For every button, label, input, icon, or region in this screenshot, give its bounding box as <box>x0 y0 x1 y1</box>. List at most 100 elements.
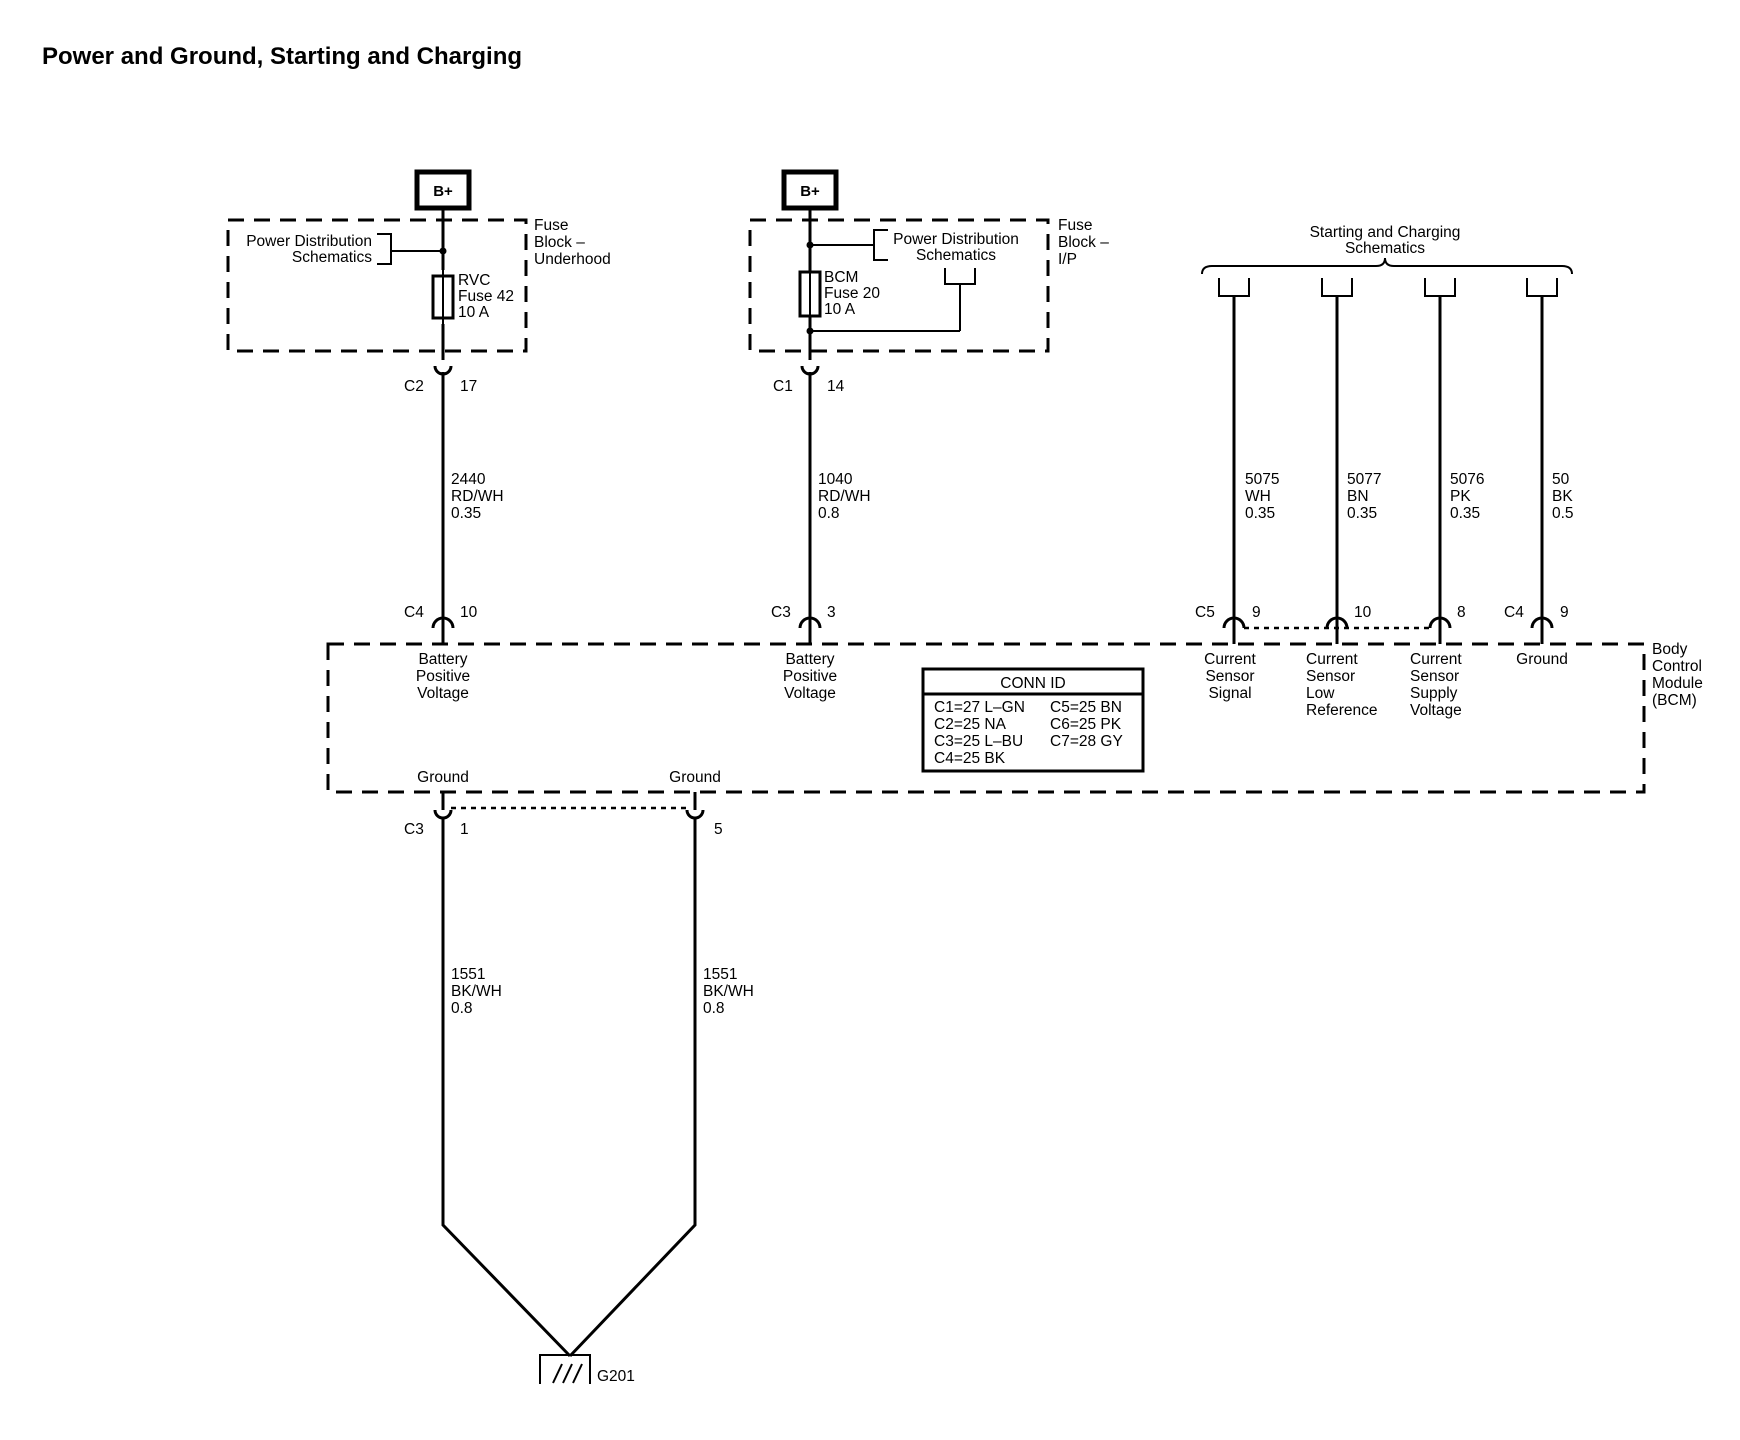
svg-text:0.35: 0.35 <box>1245 505 1275 522</box>
svg-text:Schematics: Schematics <box>292 249 372 266</box>
svg-text:Starting and Charging: Starting and Charging <box>1310 224 1461 241</box>
svg-text:5076: 5076 <box>1450 471 1484 488</box>
connector-c5-label: C5 <box>1195 604 1215 621</box>
svg-text:5075: 5075 <box>1245 471 1279 488</box>
wire-5076-label: 5076 PK 0.35 <box>1450 471 1484 522</box>
bcm-pin-ground-top: Ground <box>1516 651 1568 668</box>
svg-text:Block –: Block – <box>534 234 585 251</box>
svg-text:Current: Current <box>1204 651 1256 668</box>
svg-text:Fuse 20: Fuse 20 <box>824 285 880 302</box>
connector-c4-label-right: C4 <box>1504 604 1524 621</box>
bcm-pin-battery-positive-2: Battery Positive Voltage <box>783 651 837 702</box>
connector-1-pin: 1 <box>460 821 469 838</box>
connector-9-pin-right: 9 <box>1560 604 1569 621</box>
connector-c4-label: C4 <box>404 604 424 621</box>
svg-text:0.8: 0.8 <box>451 1000 473 1017</box>
svg-text:I/P: I/P <box>1058 251 1077 268</box>
conn-id-row: C6=25 PK <box>1050 716 1122 733</box>
connector-10-pin-right: 10 <box>1354 604 1372 621</box>
svg-text:Battery: Battery <box>418 651 467 668</box>
svg-text:PK: PK <box>1450 488 1471 505</box>
svg-text:Fuse 42: Fuse 42 <box>458 288 514 305</box>
pds-bracket-mid <box>873 229 888 261</box>
harness-bracket-5076 <box>1424 278 1456 618</box>
connector-c3-label-bottom: C3 <box>404 821 424 838</box>
svg-text:Fuse: Fuse <box>1058 217 1092 234</box>
conn-id-table: CONN ID C1=27 L–GN C2=25 NA C3=25 L–BU C… <box>921 667 1145 773</box>
svg-text:Signal: Signal <box>1208 685 1251 702</box>
pds-bracket-left <box>377 233 392 265</box>
ground-symbol-icon <box>539 1354 591 1384</box>
bcm-pin-current-sensor-signal: Current Sensor Signal <box>1204 651 1256 702</box>
svg-text:BK/WH: BK/WH <box>451 983 502 1000</box>
svg-text:(BCM): (BCM) <box>1652 692 1697 709</box>
fuse-block-underhood-box <box>226 218 528 353</box>
wire-2440-label: 2440 RD/WH 0.35 <box>451 471 504 522</box>
svg-text:1040: 1040 <box>818 471 853 488</box>
svg-text:Sensor: Sensor <box>1410 668 1459 685</box>
svg-text:Underhood: Underhood <box>534 251 611 268</box>
svg-text:Low: Low <box>1306 685 1335 702</box>
conn-id-row: C1=27 L–GN <box>934 699 1025 716</box>
connector-c3-label: C3 <box>771 604 791 621</box>
splice-dot <box>439 247 447 255</box>
bcm-pin-current-sensor-supply: Current Sensor Supply Voltage <box>1410 651 1462 719</box>
fuse-block-underhood-label: Fuse Block – Underhood <box>534 217 611 268</box>
connector-17-pin: 17 <box>460 378 477 395</box>
svg-text:0.35: 0.35 <box>451 505 481 522</box>
svg-text:Power Distribution: Power Distribution <box>893 231 1019 248</box>
svg-text:BN: BN <box>1347 488 1369 505</box>
svg-text:0.8: 0.8 <box>818 505 840 522</box>
svg-text:0.35: 0.35 <box>1347 505 1377 522</box>
fuse-block-ip-label: Fuse Block – I/P <box>1058 217 1109 268</box>
svg-text:Supply: Supply <box>1410 685 1458 702</box>
bplus-terminal-mid: B+ <box>781 169 839 211</box>
svg-text:0.35: 0.35 <box>1450 505 1480 522</box>
starting-charging-label: Starting and Charging Schematics <box>1310 224 1461 257</box>
conn-id-header: CONN ID <box>1000 675 1065 692</box>
svg-text:BK: BK <box>1552 488 1573 505</box>
svg-text:Body: Body <box>1652 641 1688 658</box>
pds-bracket-mid-bottom <box>944 268 976 285</box>
bplus-label-mid: B+ <box>800 183 820 200</box>
connector-14-pin: 14 <box>827 378 845 395</box>
connector-10-pin: 10 <box>460 604 478 621</box>
bcm-module-box <box>326 642 1646 794</box>
svg-text:Reference: Reference <box>1306 702 1378 719</box>
conn-id-row: C7=28 GY <box>1050 733 1123 750</box>
svg-text:Battery: Battery <box>785 651 834 668</box>
fuse-block-ip-box <box>748 218 1050 353</box>
svg-text:Voltage: Voltage <box>1410 702 1462 719</box>
bplus-terminal-left: B+ <box>414 169 472 211</box>
svg-text:Schematics: Schematics <box>916 247 996 264</box>
connector-5-icon <box>685 809 705 820</box>
bplus-label-left: B+ <box>433 183 453 200</box>
svg-text:5077: 5077 <box>1347 471 1381 488</box>
bcm-module-label: Body Control Module (BCM) <box>1652 641 1703 709</box>
svg-text:Sensor: Sensor <box>1306 668 1355 685</box>
conn-id-row: C5=25 BN <box>1050 699 1122 716</box>
pds-label-left: Power Distribution Schematics <box>246 233 372 266</box>
harness-bracket-5077 <box>1321 278 1353 618</box>
svg-text:Power Distribution: Power Distribution <box>246 233 372 250</box>
wire-5077-label: 5077 BN 0.35 <box>1347 471 1381 522</box>
svg-text:10 A: 10 A <box>458 304 490 321</box>
bcm-pin-current-sensor-low-ref: Current Sensor Low Reference <box>1306 651 1378 719</box>
svg-text:Positive: Positive <box>783 668 837 685</box>
svg-text:0.5: 0.5 <box>1552 505 1574 522</box>
harness-bracket-50 <box>1526 278 1558 618</box>
svg-text:Positive: Positive <box>416 668 470 685</box>
svg-text:1551: 1551 <box>703 966 737 983</box>
svg-text:BCM: BCM <box>824 269 858 286</box>
bcm-pin-battery-positive-1: Battery Positive Voltage <box>416 651 470 702</box>
wire-50-label: 50 BK 0.5 <box>1552 471 1574 522</box>
conn-id-row: C3=25 L–BU <box>934 733 1023 750</box>
svg-text:Voltage: Voltage <box>784 685 836 702</box>
wire-1040-label: 1040 RD/WH 0.8 <box>818 471 871 522</box>
wire-1551-right <box>568 818 697 1358</box>
page-title: Power and Ground, Starting and Charging <box>42 43 522 70</box>
connector-8-pin: 8 <box>1457 604 1466 621</box>
connector-3-pin: 3 <box>827 604 836 621</box>
starting-charging-brace <box>1201 257 1573 275</box>
